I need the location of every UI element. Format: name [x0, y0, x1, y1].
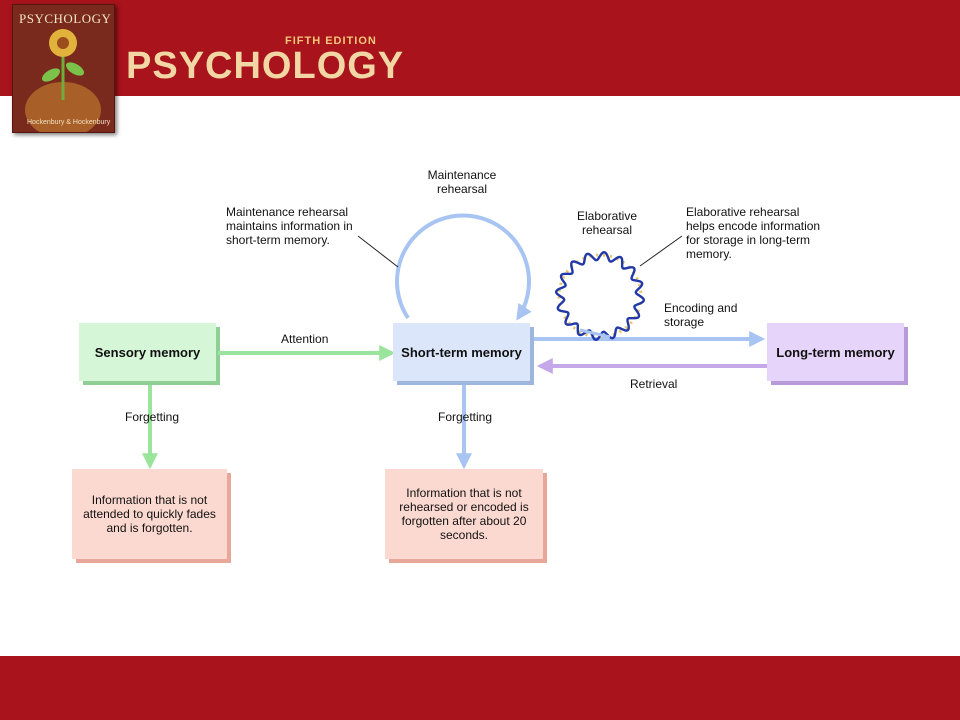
cover-title: PSYCHOLOGY — [19, 11, 112, 26]
elaborative-coil — [554, 250, 646, 342]
attention-label: Attention — [281, 332, 329, 346]
elaborative-callout-line — [639, 235, 683, 267]
forgetting-label-2: Forgetting — [438, 410, 493, 424]
stm-forgetting-note: Information that is not rehearsed or enc… — [385, 469, 543, 559]
elaborative-rehearsal-label: Elaborative rehearsal — [576, 209, 638, 237]
encoding-storage-label: Encoding and storage — [664, 301, 738, 329]
cover-authors: Hockenbury & Hockenbury — [27, 119, 111, 126]
long-term-memory-box: Long-term memory — [767, 323, 904, 381]
footer-banner — [0, 656, 960, 720]
forgetting-label-1: Forgetting — [125, 410, 180, 424]
brand-title: PSYCHOLOGY — [126, 45, 405, 87]
maintenance-loop — [395, 213, 532, 321]
header-banner — [0, 0, 960, 96]
retrieval-label: Retrieval — [630, 377, 678, 391]
maintenance-callout-line — [357, 235, 399, 268]
elaborative-rehearsal-note: Elaborative rehearsal helps encode infor… — [686, 205, 821, 261]
maintenance-rehearsal-note: Maintenance rehearsal maintains informat… — [226, 205, 353, 247]
short-term-memory-box: Short-term memory — [393, 323, 530, 381]
sensory-forgetting-note: Information that is not attended to quic… — [72, 469, 227, 559]
book-cover: PSYCHOLOGY Hockenbury & Hockenbury — [12, 4, 115, 133]
sensory-memory-box: Sensory memory — [79, 323, 216, 381]
cover-illustration — [13, 5, 114, 132]
coil-tail — [579, 328, 611, 339]
edition-label: FIFTH EDITION — [285, 35, 377, 47]
maintenance-rehearsal-label: Maintenance rehearsal — [427, 168, 497, 196]
